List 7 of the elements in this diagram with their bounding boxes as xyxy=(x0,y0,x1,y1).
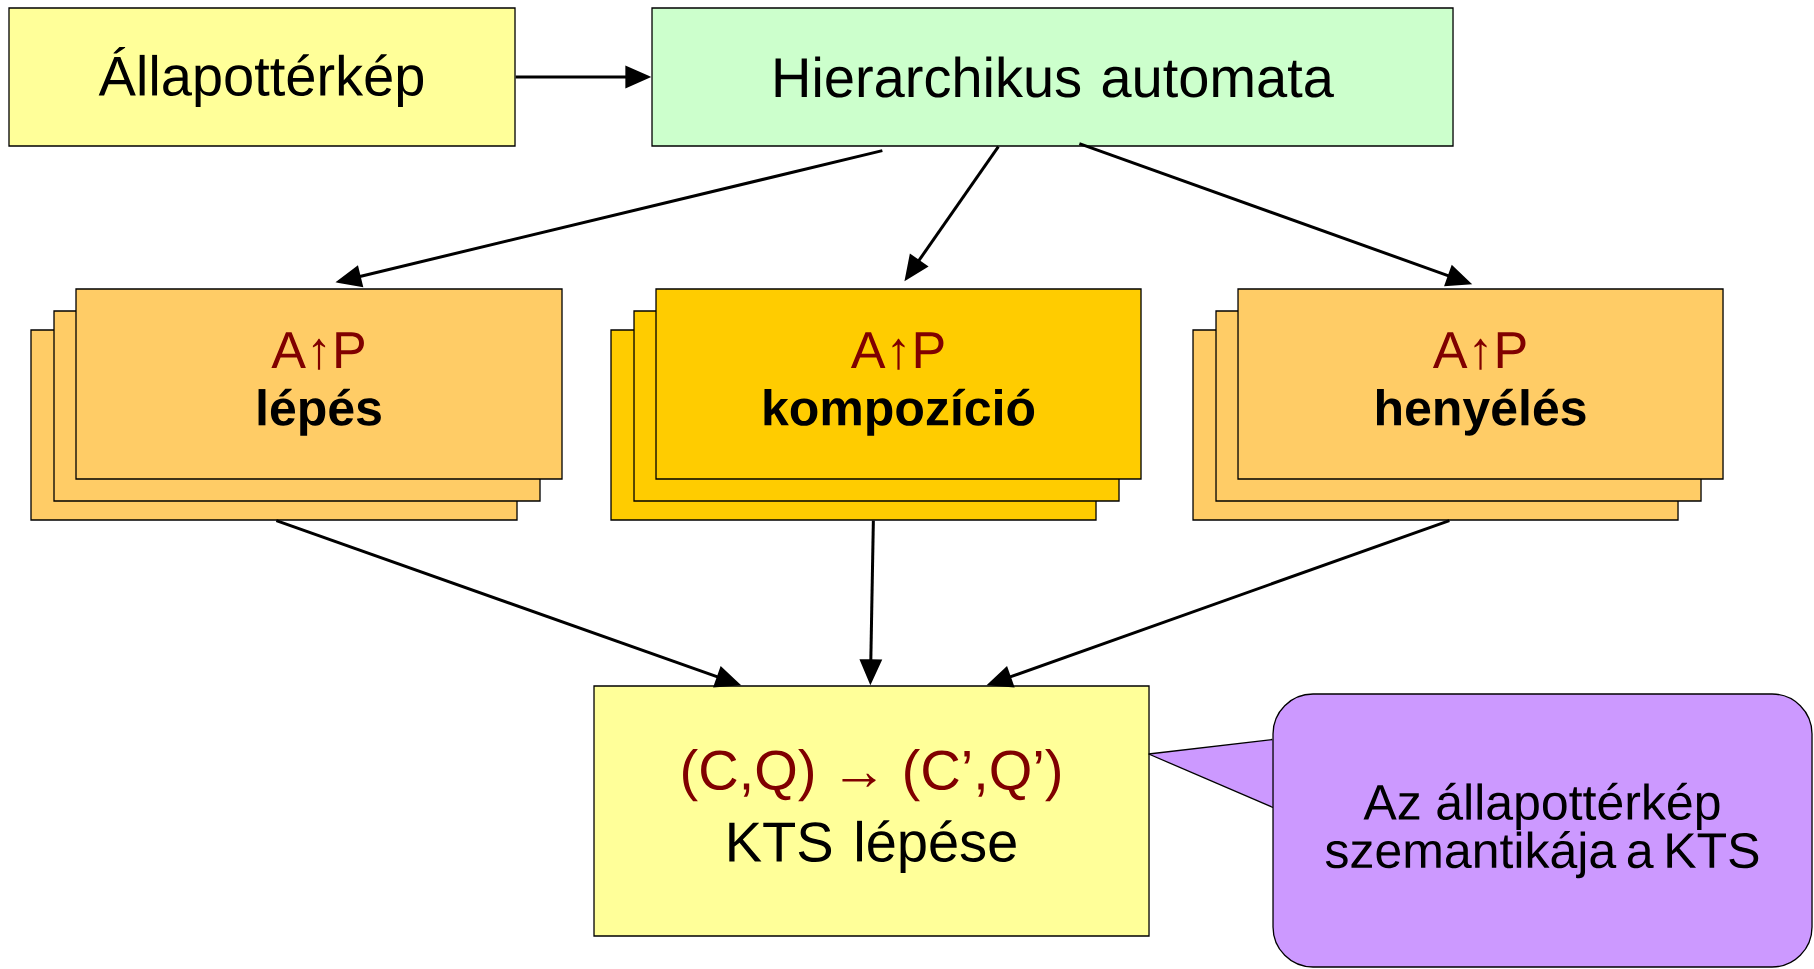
speech-bubble: Az állapottérkép szemantikája a KTS xyxy=(1148,693,1813,968)
process-box: Állapottérkép xyxy=(8,7,516,147)
process-box: (C,Q) → (C’,Q’) KTS lépése xyxy=(593,685,1150,937)
process-box: Hierarchikus automata xyxy=(651,7,1454,147)
stacked-box: A↑P lépés xyxy=(30,288,563,521)
stacked-box: A↑P kompozíció xyxy=(610,288,1142,521)
stacked-box: A↑P henyélés xyxy=(1192,288,1724,521)
